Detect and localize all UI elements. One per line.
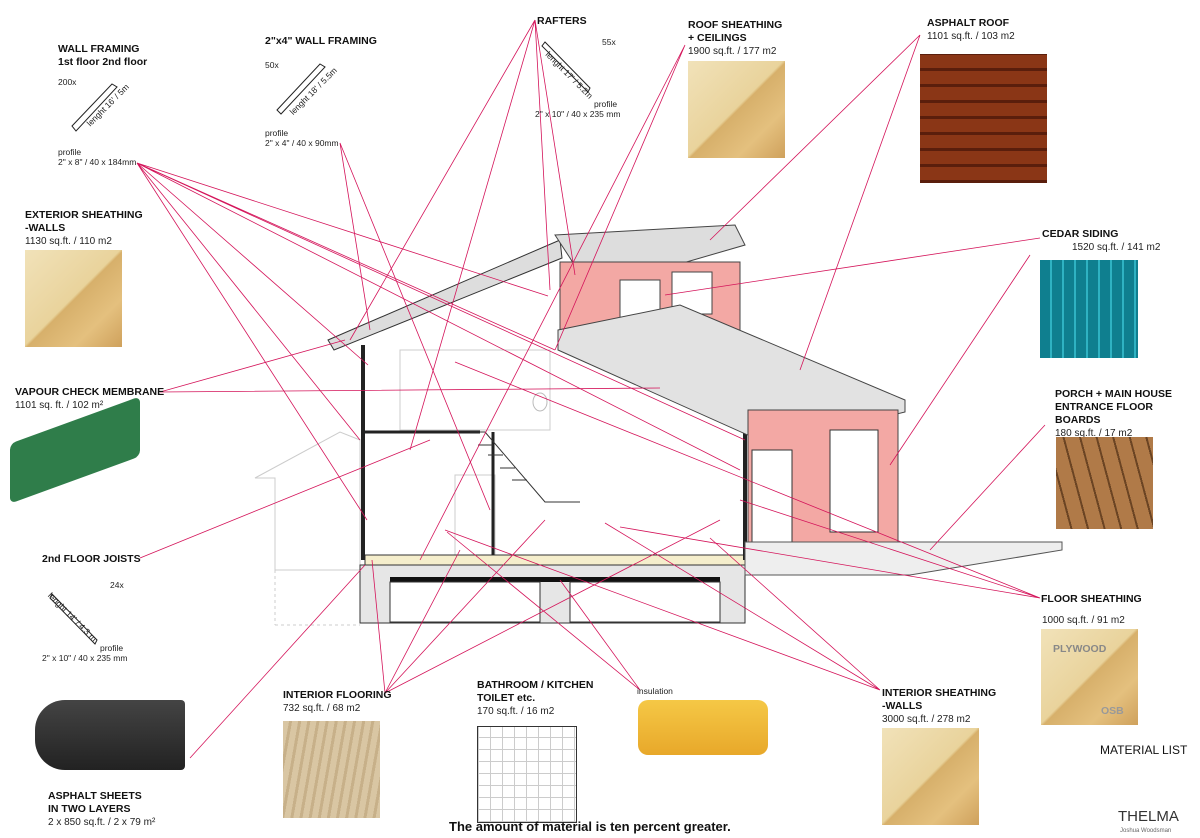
label: ENTRANCE FLOOR BOARDS <box>1055 401 1153 426</box>
area: 1900 sq.ft. / 177 m2 <box>688 46 777 57</box>
bathroom-block: BATHROOM / KITCHEN TOILET etc. 170 sq.ft… <box>477 679 593 823</box>
count: 200x <box>58 77 77 87</box>
count: 24x <box>110 580 124 590</box>
area: 1000 sq.ft. / 91 m2 <box>1042 615 1125 626</box>
page-title: MATERIAL LIST <box>1100 743 1188 757</box>
asphalt-roof-swatch <box>920 54 1047 183</box>
osb-label: OSB <box>1101 705 1124 717</box>
interior-flooring-swatch <box>283 721 380 818</box>
wall-framing-block: WALL FRAMING 1st floor 2nd floor <box>58 43 147 69</box>
vapour-membrane-block: VAPOUR CHECK MEMBRANE 1101 sq. ft. / 102… <box>15 386 164 412</box>
profile-label: profile <box>594 99 618 109</box>
label: + CEILINGS <box>688 32 747 44</box>
label: VAPOUR CHECK MEMBRANE <box>15 386 165 398</box>
asphalt-roof-block: ASPHALT ROOF 1101 sq.ft. / 103 m2 <box>927 17 1015 43</box>
interior-sheathing-swatch <box>882 728 979 825</box>
label: BATHROOM / KITCHEN <box>477 679 594 691</box>
label: TOILET etc. <box>477 692 536 704</box>
author: Joshua Woodsman <box>1120 828 1172 834</box>
profile: 2" x 10" / 40 x 235 mm <box>42 653 128 663</box>
tile-swatch <box>477 726 577 823</box>
lumber-icons <box>49 41 591 645</box>
exterior-sheathing-swatch <box>25 250 122 347</box>
roof-sheathing-swatch <box>688 61 785 158</box>
label: 2"x4" WALL FRAMING <box>265 35 377 47</box>
area: 1520 sq.ft. / 141 m2 <box>1072 242 1161 253</box>
plywood-label: PLYWOOD <box>1053 643 1107 655</box>
asphalt-sheets-block: ASPHALT SHEETS IN TWO LAYERS 2 x 850 sq.… <box>48 790 155 829</box>
porch-block: PORCH + MAIN HOUSE ENTRANCE FLOOR BOARDS… <box>1055 388 1200 440</box>
profile: 2" x 8" / 40 x 184mm <box>58 157 137 167</box>
label: 1st floor 2nd floor <box>58 56 148 68</box>
label: ASPHALT ROOF <box>927 17 1010 29</box>
area: 1130 sq.ft. / 110 m2 <box>25 236 112 247</box>
label: 2nd FLOOR JOISTS <box>42 553 141 565</box>
leader-lines <box>136 19 1046 759</box>
asphalt-sheet-roll-image <box>35 700 185 770</box>
label: INTERIOR SHEATHING <box>882 687 997 699</box>
area: 1101 sq. ft. / 102 m² <box>15 400 104 411</box>
person-silhouette <box>532 392 548 412</box>
area: 180 sq.ft. / 17 m2 <box>1055 428 1133 439</box>
profile: 2" x 4" / 40 x 90mm <box>265 138 339 148</box>
area: 1101 sq.ft. / 103 m2 <box>927 31 1015 42</box>
label: CEDAR SIDING <box>1042 228 1119 240</box>
label: PORCH + MAIN HOUSE <box>1055 388 1172 400</box>
count: 50x <box>265 60 279 70</box>
label: IN TWO LAYERS <box>48 803 131 815</box>
roof-sheathing-block: ROOF SHEATHING + CEILINGS 1900 sq.ft. / … <box>688 19 785 158</box>
label: WALL FRAMING <box>58 43 140 55</box>
logo: THELMA <box>1118 808 1179 825</box>
label: -WALLS <box>882 700 923 712</box>
count: 55x <box>602 37 616 47</box>
label: RAFTERS <box>537 15 587 27</box>
main-house <box>327 224 1063 624</box>
interior-flooring-block: INTERIOR FLOORING 732 sq.ft. / 68 m2 <box>283 689 392 818</box>
label: INTERIOR FLOORING <box>283 689 392 701</box>
profile: 2" x 10" / 40 x 235 mm <box>535 109 621 119</box>
insulation-image <box>638 700 768 755</box>
area: 732 sq.ft. / 68 m2 <box>283 703 361 714</box>
cedar-siding-block: CEDAR SIDING 1520 sq.ft. / 141 m2 <box>1042 228 1160 254</box>
porch-boards-swatch <box>1056 437 1153 529</box>
area: 170 sq.ft. / 16 m2 <box>477 706 555 717</box>
exterior-sheathing-block: EXTERIOR SHEATHING -WALLS 1130 sq.ft. / … <box>25 209 143 347</box>
area: 2 x 850 sq.ft. / 2 x 79 m² <box>48 817 156 828</box>
profile-label: profile <box>100 643 124 653</box>
label: ASPHALT SHEETS <box>48 790 142 802</box>
label: FLOOR SHEATHING <box>1041 593 1142 605</box>
interior-sheathing-block: INTERIOR SHEATHING -WALLS 3000 sq.ft. / … <box>882 687 996 825</box>
floor-sheathing-swatch: PLYWOOD OSB <box>1041 629 1138 725</box>
profile-label: profile <box>58 147 82 157</box>
area: 3000 sq.ft. / 278 m2 <box>882 714 971 725</box>
label: insulation <box>637 686 673 696</box>
footer-note: The amount of material is ten percent gr… <box>449 819 731 834</box>
label: ROOF SHEATHING <box>688 19 783 31</box>
cedar-siding-swatch <box>1040 260 1138 358</box>
label: -WALLS <box>25 222 66 234</box>
profile-label: profile <box>265 128 289 138</box>
label: EXTERIOR SHEATHING <box>25 209 143 221</box>
